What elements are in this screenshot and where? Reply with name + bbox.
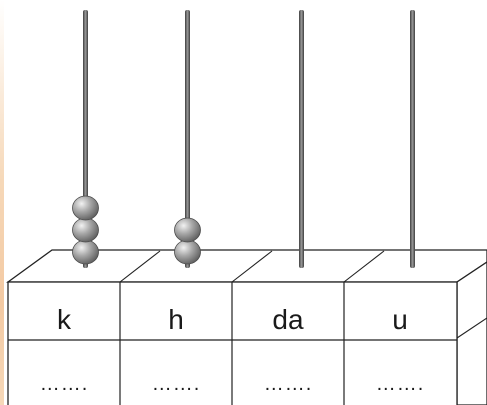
answer-blank-k[interactable]: ……. xyxy=(39,373,89,395)
rod-u xyxy=(410,10,415,268)
bead-h xyxy=(174,217,201,243)
box-top-divider xyxy=(119,250,161,283)
answer-blank-da[interactable]: ……. xyxy=(263,373,313,395)
rod-h xyxy=(185,10,190,268)
bead-k xyxy=(72,217,99,243)
bead-group xyxy=(72,195,201,265)
answer-blank-u[interactable]: ……. xyxy=(375,373,425,395)
bead-k xyxy=(72,239,99,265)
answer-blank-h[interactable]: ……. xyxy=(151,373,201,395)
label-u: u xyxy=(392,304,408,335)
bead-h xyxy=(174,239,201,265)
box-top-divider xyxy=(231,250,273,283)
bead-k xyxy=(72,195,99,221)
rod-da xyxy=(299,10,304,268)
page-edge-tint xyxy=(0,0,4,405)
box-side-divider xyxy=(456,317,487,339)
label-h: h xyxy=(168,304,184,335)
box-top-divider xyxy=(343,250,385,283)
box-side-face xyxy=(456,261,487,405)
label-da: da xyxy=(272,304,304,335)
label-k: k xyxy=(57,304,71,335)
